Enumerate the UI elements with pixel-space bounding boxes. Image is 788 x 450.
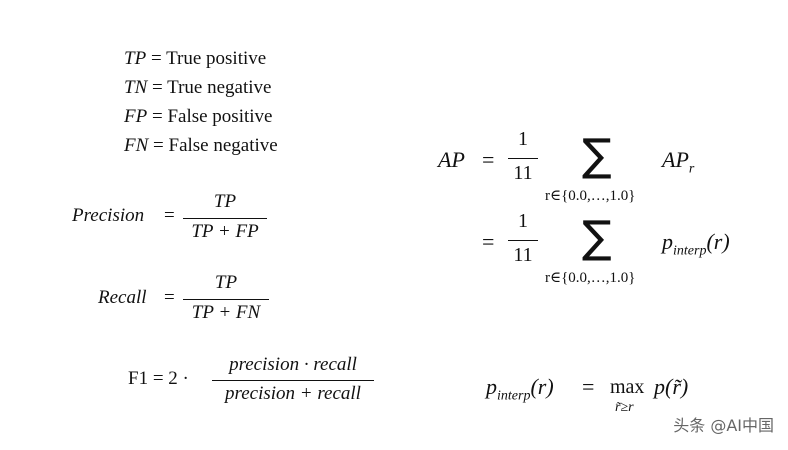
ap-frac-denominator: 11 xyxy=(513,162,533,184)
precision-equals: = xyxy=(164,205,175,226)
interp-lhs-subscript: interp xyxy=(497,388,531,404)
ap-term-ap: APr xyxy=(662,147,694,177)
def-equals: = xyxy=(151,106,163,127)
ap-sum-range: r∈{0.0,…,1.0} xyxy=(545,188,636,204)
ap-frac-numerator: 1 xyxy=(518,128,528,150)
interp-rhs: p(r̃) xyxy=(654,374,689,399)
def-abbr: TN xyxy=(124,77,148,98)
recall-fraction-bar xyxy=(183,299,269,301)
precision-numerator: TP xyxy=(213,191,237,212)
ap-fraction-bar-2 xyxy=(508,240,538,242)
def-text: True negative xyxy=(167,77,272,98)
precision-lhs: Precision xyxy=(72,205,145,226)
pinterp-arg: (r) xyxy=(706,229,730,254)
f1-fraction-bar xyxy=(212,380,374,382)
recall-equals: = xyxy=(164,287,175,308)
interp-max: max xyxy=(610,376,645,398)
ap-fraction-bar xyxy=(508,158,538,160)
def-text: False negative xyxy=(168,135,278,156)
pinterp-base: p xyxy=(662,229,673,254)
recall-denominator: TP + FN xyxy=(191,302,261,323)
ap-term-subscript: r xyxy=(688,161,695,177)
def-equals: = xyxy=(152,77,163,98)
recall-lhs: Recall xyxy=(98,287,147,308)
interp-lhs-arg: (r) xyxy=(530,374,554,399)
ap-sum-range-2: r∈{0.0,…,1.0} xyxy=(545,270,636,286)
definition-tn: TN = True negative xyxy=(124,77,271,99)
def-text: True positive xyxy=(166,48,267,69)
def-equals: = xyxy=(150,48,162,69)
ap-frac-denominator-2: 11 xyxy=(513,244,533,266)
recall-numerator: TP xyxy=(214,272,238,293)
interp-max-subscript: r̃≥r xyxy=(615,400,634,415)
def-text: False positive xyxy=(167,106,273,127)
ap-lhs: AP xyxy=(438,147,465,172)
summation-icon-2: ∑ xyxy=(582,212,612,263)
precision-denominator: TP + FP xyxy=(191,221,259,242)
definition-fn: FN = False negative xyxy=(124,135,278,157)
def-abbr: FP xyxy=(124,106,148,127)
ap-equals: = xyxy=(482,147,495,172)
ap-frac-numerator-2: 1 xyxy=(518,210,528,232)
summation-icon: ∑ xyxy=(582,130,612,181)
watermark: 头条 @AI中国 xyxy=(673,416,774,435)
interp-lhs-base: p xyxy=(486,374,497,399)
pinterp-subscript: interp xyxy=(673,243,707,259)
def-equals: = xyxy=(153,135,164,156)
interp-equals: = xyxy=(582,374,595,399)
interp-lhs: pinterp(r) xyxy=(486,374,554,404)
definition-fp: FP = False positive xyxy=(124,106,272,128)
ap-term-base: AP xyxy=(662,147,689,172)
f1-lhs: F1 = 2 · xyxy=(128,368,189,389)
f1-denominator: precision + recall xyxy=(225,383,361,404)
def-abbr: FN xyxy=(124,135,149,156)
ap-term-pinterp: pinterp(r) xyxy=(662,229,730,259)
definition-tp: TP = True positive xyxy=(124,48,266,70)
f1-numerator: precision · recall xyxy=(229,354,357,375)
def-abbr: TP xyxy=(124,48,147,69)
ap-equals-2: = xyxy=(482,229,495,254)
precision-fraction-bar xyxy=(183,218,267,220)
